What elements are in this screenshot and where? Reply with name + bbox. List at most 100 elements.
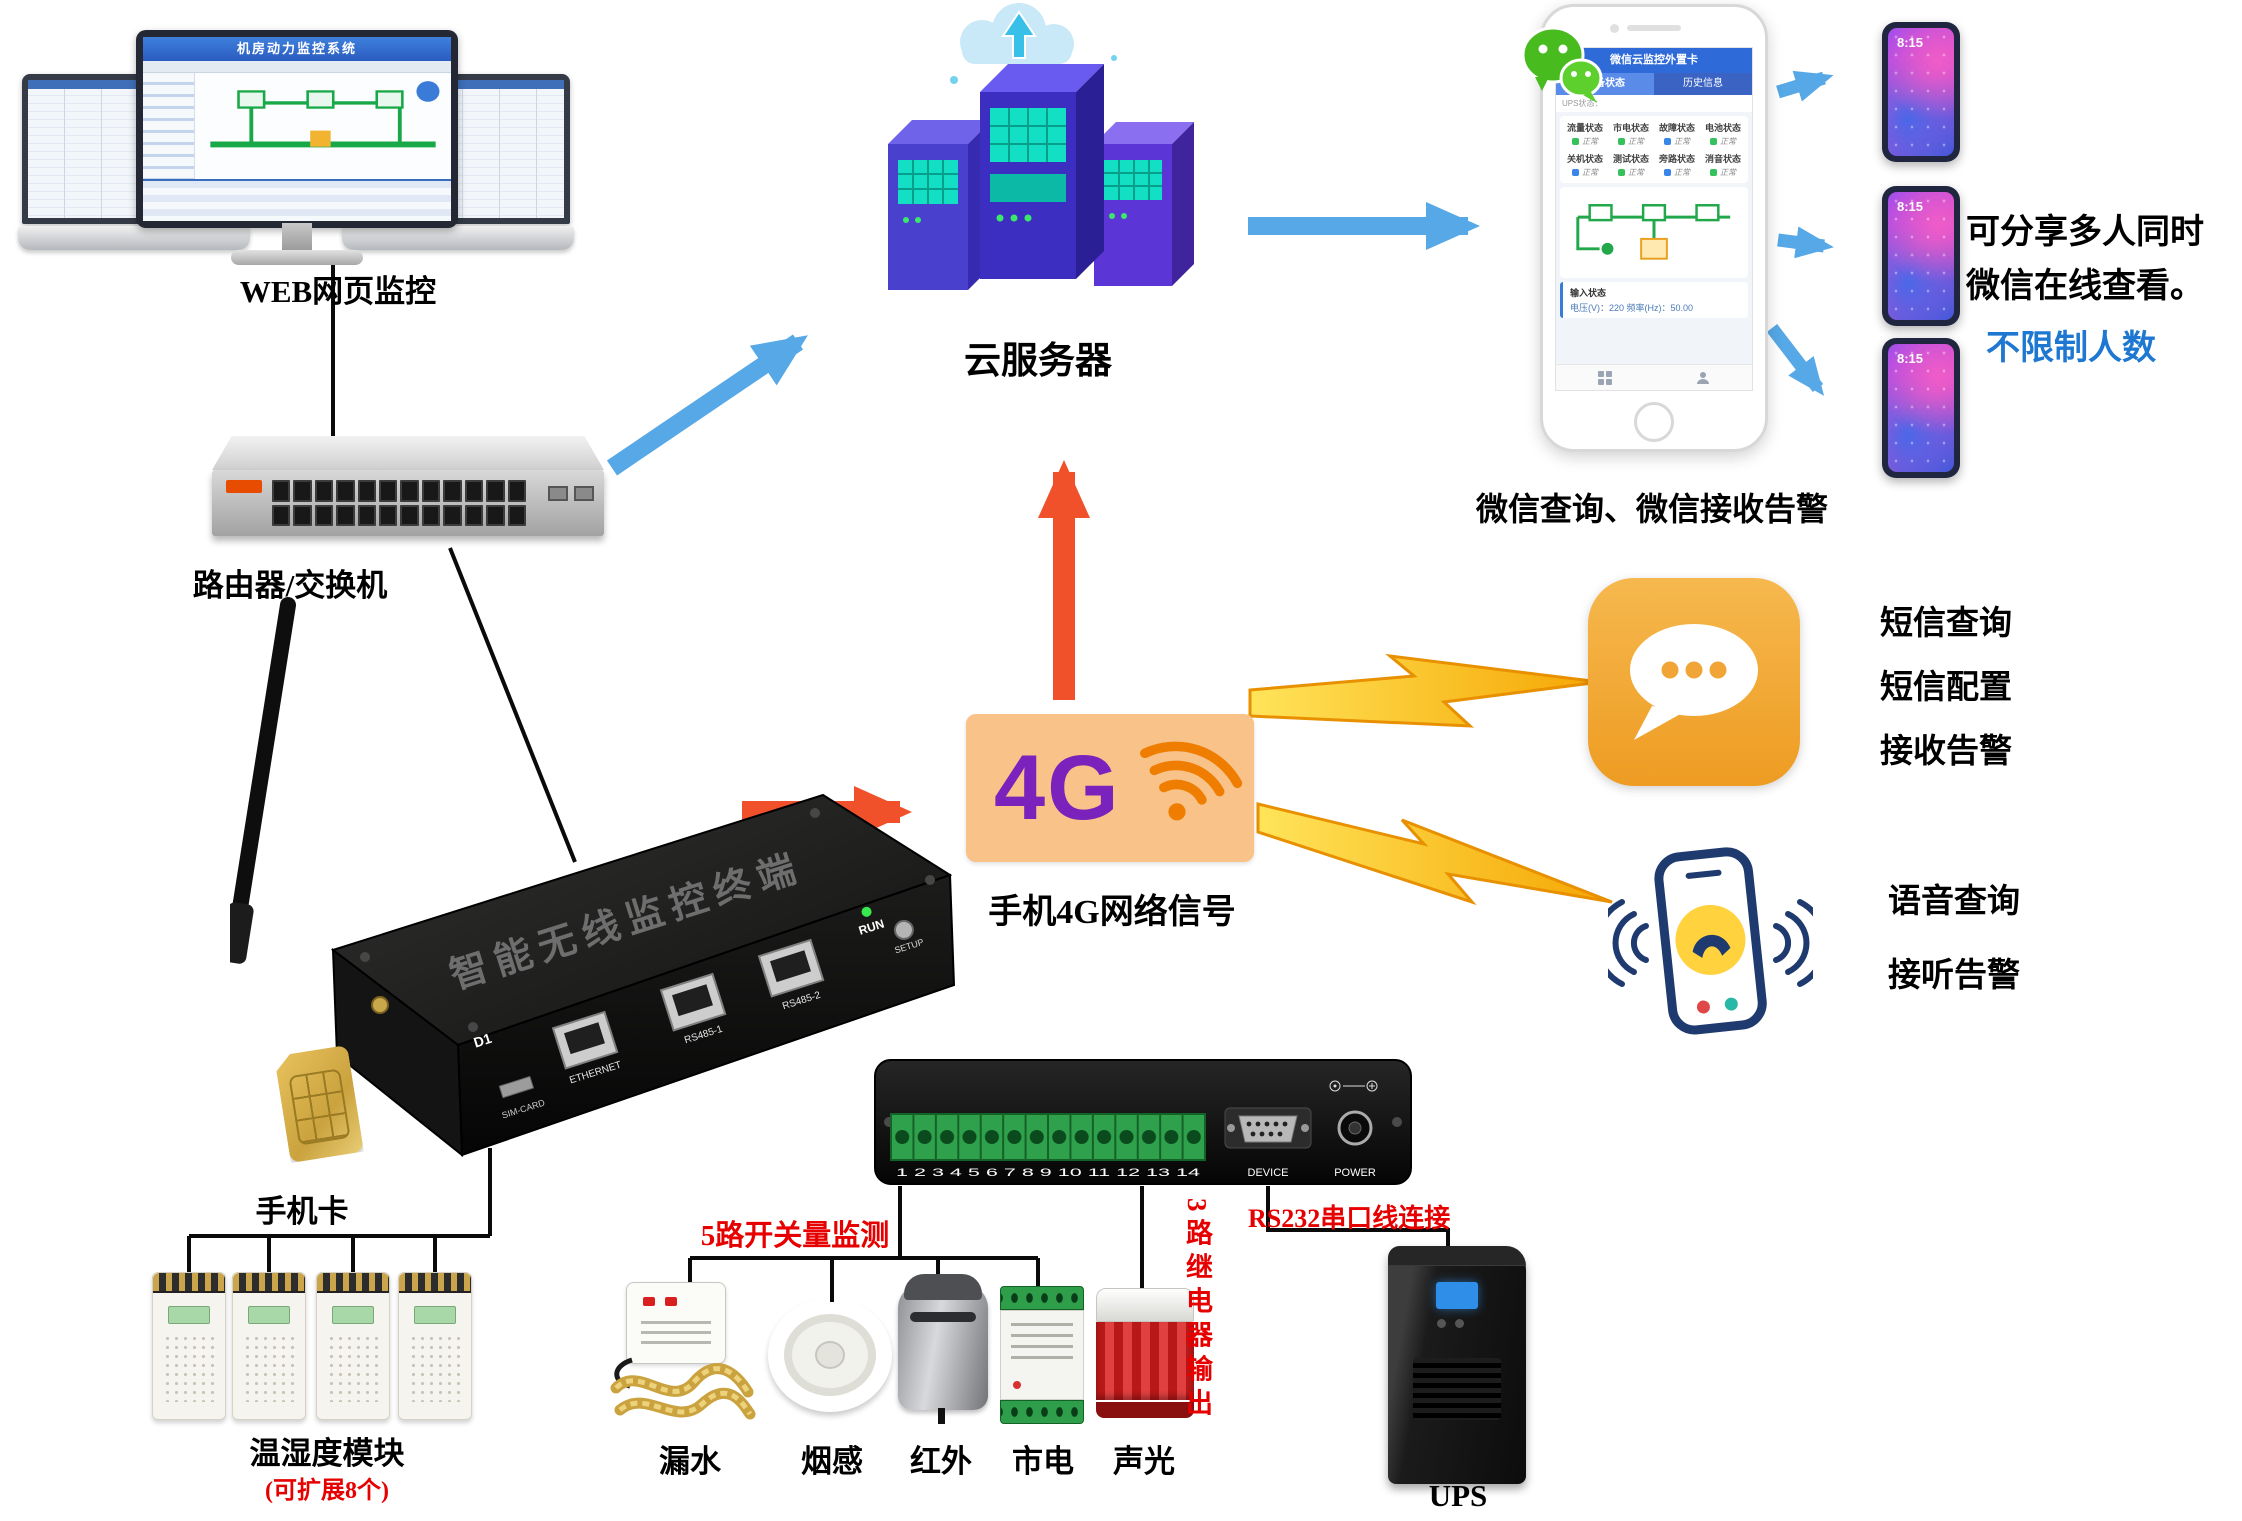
tab-history[interactable]: 历史信息 — [1654, 73, 1752, 95]
monitor-frame: 机房动力监控系统 — [136, 30, 458, 228]
scada-screen: 机房动力监控系统 — [143, 37, 451, 221]
mains-led — [1013, 1381, 1021, 1389]
laptop-keyboard — [18, 226, 250, 250]
mains-power-module — [1000, 1286, 1084, 1424]
label-temp-note: (可扩展8个) — [265, 1478, 389, 1504]
label-share-line1: 可分享多人同时 — [1966, 214, 2204, 251]
scada-table — [143, 179, 451, 221]
user-icon[interactable] — [1695, 370, 1711, 386]
terminal-numbers: 1 2 3 4 5 6 7 8 9 10 11 12 13 14 — [896, 1167, 1200, 1179]
smoke-detector — [768, 1298, 892, 1418]
scada-toolbar — [143, 61, 451, 73]
server-tower-left — [888, 120, 992, 290]
label-sms-config: 短信配置 — [1880, 670, 2012, 706]
sound-waves-right — [1773, 899, 1813, 987]
temp-module-4 — [398, 1272, 472, 1420]
ups-display — [1436, 1282, 1478, 1309]
power-jack: POWER — [1334, 1110, 1376, 1179]
server-tower-right — [1094, 122, 1194, 286]
label-mains: 市电 — [1012, 1444, 1074, 1479]
label-sim-card: 手机卡 — [255, 1194, 349, 1229]
label-voice-query: 语音查询 — [1888, 884, 2020, 920]
status-name: 市电状态 — [1612, 123, 1649, 133]
device-port-label: DEVICE — [1248, 1167, 1289, 1179]
scada-diagram — [195, 73, 451, 179]
viewer-phone-2: 8:15 — [1882, 186, 1960, 326]
label-wechat-query: 微信查询、微信接收告警 — [1475, 491, 1829, 527]
cloud-server — [888, 3, 1194, 290]
phone-clock: 8:15 — [1897, 351, 1924, 366]
label-relay-output: 3路继电器输出 — [1182, 1198, 1212, 1423]
wechat-phone: 微信云监控外置卡 设备状态 历史信息 UPS状态： 流量状态正常 市电状态正常 … — [1521, 4, 1768, 452]
label-smoke: 烟感 — [801, 1444, 863, 1479]
label-share-line2: 微信在线查看。 — [1966, 268, 2204, 305]
status-name: 测试状态 — [1612, 154, 1649, 164]
monitor-base — [231, 250, 363, 265]
input-status-title: 输入状态 — [1570, 288, 1607, 298]
cloud-upload-icon — [950, 3, 1117, 84]
phone-clock: 8:15 — [1897, 35, 1924, 50]
wechat-app-screen: 微信云监控外置卡 设备状态 历史信息 UPS状态： 流量状态正常 市电状态正常 … — [1555, 47, 1753, 391]
label-infrared: 红外 — [910, 1444, 972, 1479]
leak-led — [665, 1297, 677, 1306]
wifi-icon — [1139, 741, 1242, 821]
label-switch-monitor: 5路开关量监测 — [700, 1220, 890, 1252]
app-bottom-nav — [1556, 364, 1752, 390]
arrow-to-phone-2 — [1777, 226, 1834, 259]
router-logo — [226, 480, 262, 493]
label-sms-query: 短信查询 — [1880, 606, 2012, 642]
home-button[interactable] — [1634, 402, 1674, 442]
label-leak: 漏水 — [659, 1444, 721, 1479]
status-name: 电池状态 — [1704, 123, 1741, 133]
laptop-keyboard — [342, 226, 574, 250]
server-tower-center — [980, 64, 1104, 279]
label-cloud-server: 云服务器 — [964, 341, 1112, 382]
antenna — [230, 597, 296, 964]
lightning-icon-voice — [1256, 802, 1613, 906]
sound-light-alarm — [1096, 1288, 1194, 1418]
sound-waves-left — [1608, 899, 1649, 987]
status-name: 关机状态 — [1566, 154, 1603, 164]
status-name: 消音状态 — [1704, 154, 1741, 164]
terminal-block: 1 2 3 4 5 6 7 8 9 10 11 12 13 14 — [890, 1113, 1206, 1179]
label-temp-modules: 温湿度模块 — [249, 1436, 405, 1471]
router-sfp-port — [574, 486, 594, 501]
router-ports — [272, 480, 526, 526]
scada-title: 机房动力监控系统 — [143, 37, 451, 61]
status-name: 流量状态 — [1566, 123, 1603, 133]
app-ups-status-line: UPS状态： — [1556, 95, 1752, 112]
wireless-terminal-device: 智能无线监控终端 D1 SIM-CARD ETHERNET RS485-1 RS… — [230, 597, 956, 1158]
io-collector: 1 2 3 4 5 6 7 8 9 10 11 12 13 14 DEVICE … — [874, 1059, 1412, 1185]
temp-module-2 — [232, 1272, 306, 1420]
label-4g-network: 手机4G网络信号 — [988, 894, 1236, 931]
4g-logo: 4G — [994, 737, 1121, 839]
label-web-monitor: WEB网页监控 — [239, 274, 437, 309]
router-top-face — [212, 436, 604, 470]
phone-camera — [1609, 24, 1619, 33]
db9-connector: DEVICE — [1224, 1107, 1312, 1179]
label-rs232: RS232串口线连接 — [1248, 1204, 1451, 1233]
arrow-router-to-cloud — [606, 334, 808, 476]
scada-nav — [143, 73, 195, 179]
label-voice-alarm: 接听告警 — [1888, 958, 2020, 994]
app-input-card: 输入状态 电压(V)：220 频率(Hz)：50.00 — [1560, 282, 1748, 318]
grid-icon[interactable] — [1597, 370, 1613, 386]
phone-speaker — [1627, 25, 1681, 31]
arrow-to-phone-1 — [1776, 70, 1834, 102]
input-status-values: 电压(V)：220 频率(Hz)：50.00 — [1570, 303, 1694, 313]
router-switch — [212, 436, 604, 552]
label-sms-alarm: 接收告警 — [1880, 734, 2012, 770]
app-network-diagram — [1560, 187, 1748, 278]
wechat-icon — [1521, 26, 1603, 103]
label-unlimited-users: 不限制人数 — [1986, 330, 2156, 367]
sim-chip — [288, 1068, 350, 1145]
status-name: 旁路状态 — [1658, 154, 1695, 164]
lightning-icons — [1248, 653, 1613, 906]
label-sound-light: 声光 — [1113, 1444, 1175, 1479]
temp-module-3 — [316, 1272, 390, 1420]
status-name: 故障状态 — [1658, 123, 1695, 133]
g4-signal-box: 4G — [966, 714, 1254, 862]
desktop-monitor: 机房动力监控系统 — [136, 30, 458, 275]
phone-clock: 8:15 — [1897, 199, 1924, 214]
